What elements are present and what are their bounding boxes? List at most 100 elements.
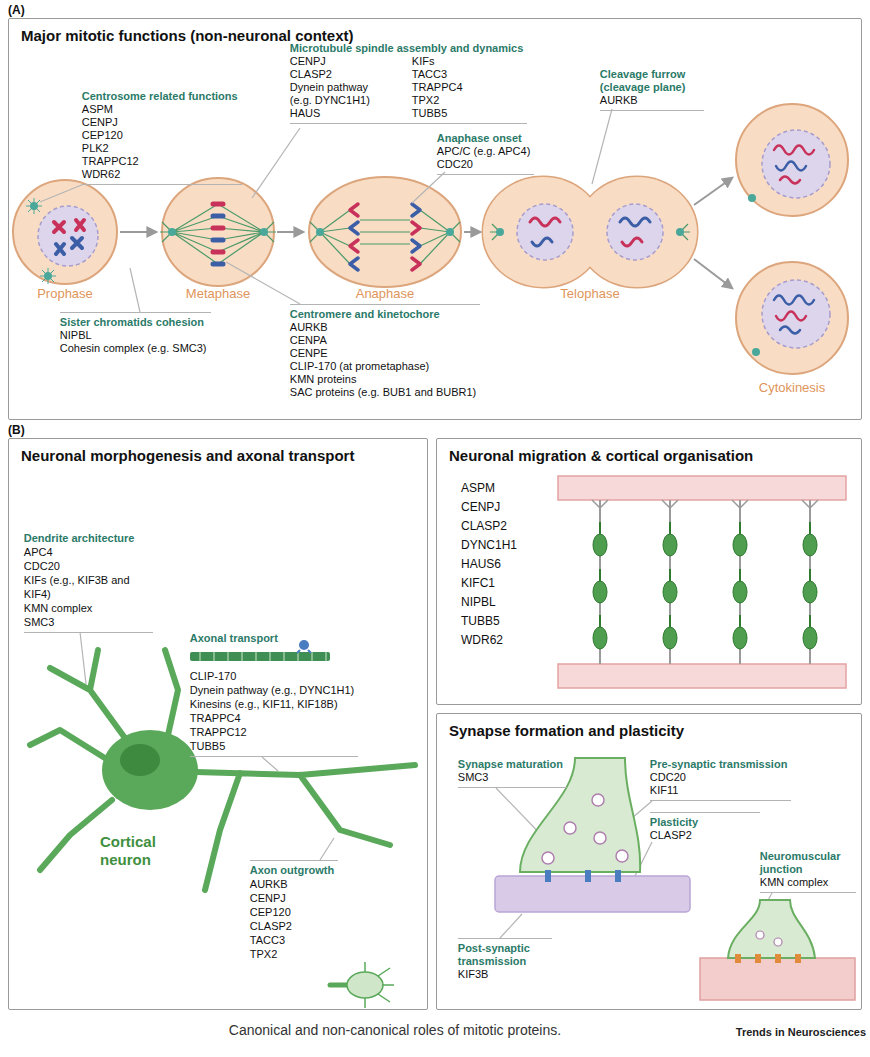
- synapse-drawing: [564, 822, 576, 834]
- gene-name: KMN complex: [24, 601, 149, 615]
- group-heading: Centrosome related functions: [82, 90, 238, 103]
- leader-line: [412, 172, 445, 203]
- migration-drawing: [558, 664, 846, 688]
- group-heading: Anaphase onset: [437, 132, 531, 145]
- telophase-cell: [530, 218, 560, 226]
- panel-box: Synapse formation and plasticitySynapse …: [436, 713, 862, 1010]
- prophase-cell: [44, 272, 52, 280]
- migration-drawing: [593, 534, 607, 556]
- synapse-drawing: [795, 954, 801, 963]
- telophase-cell: [490, 224, 690, 240]
- synapse-drawing: [585, 870, 591, 882]
- telophase-cell: [517, 204, 573, 260]
- prophase-cell: [54, 220, 84, 254]
- group-heading: Neuromuscular junction: [760, 850, 852, 876]
- gene-name: CENPA: [290, 334, 476, 347]
- migration-drawing: [558, 476, 846, 500]
- gene-column: APC/C (e.g. APC4)CDC20: [437, 145, 531, 171]
- group-heading: Axonal transport: [190, 632, 354, 645]
- gene-column: ASPMCENPJCEP120PLK2TRAPPC12WDR62: [82, 103, 139, 181]
- prophase-cell: [54, 222, 64, 232]
- telophase-cell: [496, 228, 504, 236]
- gene-group: Post-synaptic transmissionKIF3B: [458, 938, 552, 982]
- gene-group: Centromere and kinetochoreAURKBCENPACENP…: [290, 304, 480, 400]
- gene-name: SMC3: [458, 771, 489, 784]
- gene-name: TPX2: [250, 947, 292, 961]
- anaphase-cell: [316, 228, 324, 236]
- prophase-cell: [13, 180, 117, 284]
- gene-list: SMC3: [458, 771, 563, 784]
- gene-name: CLASP2: [461, 517, 517, 536]
- synapse-drawing: [615, 870, 621, 882]
- gene-list: APC4CDC20KIFs (e.g., KIF3B and KIF4)KMN …: [24, 545, 149, 629]
- migration-drawing: [733, 627, 747, 649]
- panel-letter: (A): [8, 3, 25, 18]
- stage-arrow: [694, 178, 732, 205]
- daughter-cells: [736, 262, 848, 374]
- anaphase-cell: [309, 177, 461, 287]
- neuron-drawing: [102, 730, 198, 810]
- neuron-drawing: [200, 652, 326, 661]
- gene-name: KMN proteins: [290, 373, 476, 386]
- stage-label: Cortical neuron: [100, 833, 172, 869]
- gene-name: Cohesin complex (e.g. SMC3): [60, 342, 207, 355]
- gene-name: TACC3: [250, 933, 292, 947]
- leader-line: [80, 632, 86, 684]
- gene-name: CLASP2: [650, 829, 692, 842]
- telophase-cell: [530, 218, 650, 246]
- gene-name: KMN complex: [760, 876, 828, 889]
- synapse-drawing: [755, 954, 761, 963]
- gene-name: CEP120: [250, 905, 292, 919]
- gene-name: AURKB: [250, 877, 292, 891]
- gene-column: CLIP-170Dynein pathway (e.g., DYNC1H1)Ki…: [190, 669, 354, 753]
- prophase-cell: [56, 244, 64, 254]
- synapse-drawing: [735, 954, 741, 963]
- gene-list: AURKBCENPJCEP120CLASP2TACC3TPX2: [250, 877, 334, 961]
- gene-name: CENPJ: [82, 116, 139, 129]
- gene-group: Centrosome related functionsASPMCENPJCEP…: [82, 90, 242, 185]
- migration-drawing: [803, 534, 817, 556]
- stage-label: Metaphase: [186, 286, 250, 302]
- synapse-drawing: [592, 794, 604, 806]
- gene-name: TRAPPC12: [190, 725, 354, 739]
- gene-group: Pre-synaptic transmissionCDC20KIF11: [650, 758, 792, 801]
- panel-heading: Synapse formation and plasticity: [449, 722, 849, 740]
- gene-list: AURKBCENPACENPECLIP-170 (at prometaphase…: [290, 321, 476, 399]
- gene-list: ASPMCENPJCLASP2DYNC1H1HAUS6KIFC1NIPBLTUB…: [461, 479, 849, 650]
- neuron-drawing: [297, 650, 311, 653]
- gene-name: SAC proteins (e.g. BUB1 and BUBR1): [290, 386, 476, 399]
- telophase-cell: [532, 238, 552, 246]
- gene-name: SMC3: [24, 615, 149, 629]
- prophase-cell: [76, 220, 84, 230]
- gene-name: CLIP-170 (at prometaphase): [290, 360, 476, 373]
- gene-name: DYNC1H1: [461, 536, 517, 555]
- gene-column: APC4CDC20KIFs (e.g., KIF3B and KIF4)KMN …: [24, 545, 149, 629]
- synapse-drawing: [700, 958, 855, 1000]
- gene-name: CENPJ: [250, 891, 292, 905]
- daughter-cells: [736, 104, 848, 216]
- daughter-cells: [752, 348, 760, 356]
- gene-name: CLASP2: [250, 919, 292, 933]
- synapse-drawing: [728, 900, 815, 958]
- migration-drawing: [803, 581, 817, 603]
- daughter-cells: [774, 296, 814, 305]
- daughter-cells: [762, 130, 830, 198]
- gene-name: TUBB5: [190, 739, 354, 753]
- synapse-drawing: [545, 870, 621, 882]
- stage-arrow: [277, 231, 303, 233]
- stage-arrow: [694, 259, 732, 288]
- gene-name: CLIP-170: [190, 669, 354, 683]
- gene-group: PlasticityCLASP2: [650, 812, 760, 843]
- gene-name: CENPJ: [290, 55, 390, 68]
- synapse-drawing: [520, 758, 640, 872]
- synapse-drawing: [774, 938, 782, 946]
- gene-name: ASPM: [82, 103, 139, 116]
- synapse-drawing: [542, 852, 554, 864]
- gene-name: Dynein pathway (e.g. DYNC1H1): [290, 81, 390, 107]
- gene-column: CDC20KIF11: [650, 771, 686, 797]
- migration-drawing: [663, 534, 677, 556]
- synapse-drawing: [542, 794, 628, 864]
- telophase-cell: [577, 177, 697, 287]
- journal-mark: Trends in Neurosciences: [736, 1025, 866, 1039]
